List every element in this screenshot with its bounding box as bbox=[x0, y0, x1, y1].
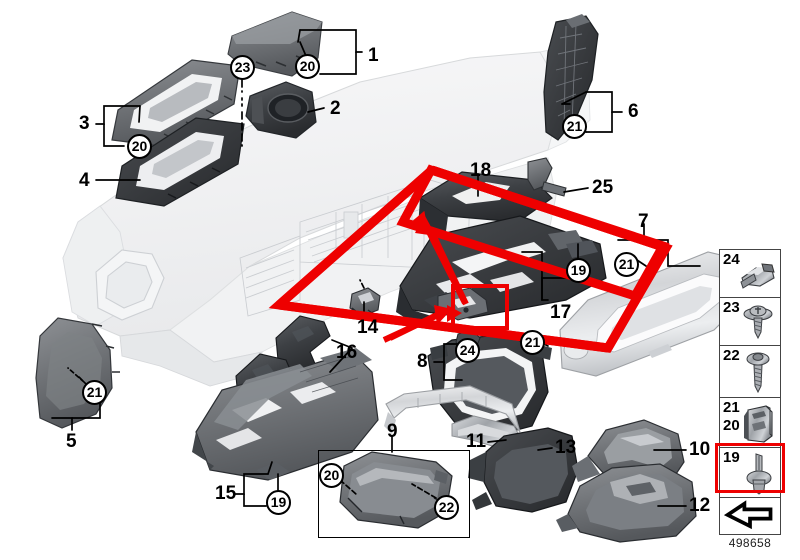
item-circle-20-door: 20 bbox=[319, 463, 344, 488]
callout-2: 2 bbox=[330, 98, 341, 119]
callout-4: 4 bbox=[79, 170, 90, 191]
item-circle-24: 24 bbox=[455, 338, 480, 363]
glovebox-detail-frame bbox=[318, 450, 470, 538]
callout-8: 8 bbox=[417, 351, 428, 372]
clip-nut-icon bbox=[744, 405, 773, 443]
item-circle-20-trim: 20 bbox=[127, 134, 152, 159]
legend-cell-21-20[interactable]: 21 20 bbox=[720, 398, 780, 448]
legend-number-21: 21 bbox=[723, 399, 740, 416]
item-circle-22-door: 22 bbox=[434, 495, 459, 520]
legend-number-22: 22 bbox=[723, 347, 740, 364]
callout-25: 25 bbox=[592, 177, 614, 198]
legend-number-20: 20 bbox=[723, 417, 740, 434]
callout-3: 3 bbox=[79, 113, 90, 134]
fastener-legend-panel: 24 23 22 bbox=[719, 249, 781, 535]
expanding-rivet-icon bbox=[746, 453, 772, 495]
callout-17: 17 bbox=[550, 302, 572, 323]
callout-6: 6 bbox=[628, 101, 639, 122]
item-circle-19-carrier: 19 bbox=[566, 258, 591, 283]
callout-1: 1 bbox=[368, 45, 379, 66]
legend-cell-arrow bbox=[720, 498, 780, 536]
callout-13: 13 bbox=[555, 437, 577, 458]
callout-18: 18 bbox=[470, 160, 492, 181]
callout-12: 12 bbox=[689, 495, 711, 516]
legend-number-23: 23 bbox=[723, 299, 740, 316]
legend-cell-22[interactable]: 22 bbox=[720, 346, 780, 398]
callout-7: 7 bbox=[638, 211, 649, 232]
item-circle-21-endcap: 21 bbox=[82, 380, 107, 405]
item-circle-21-panel: 21 bbox=[562, 114, 587, 139]
legend-number-24: 24 bbox=[723, 251, 740, 268]
legend-cell-24[interactable]: 24 bbox=[720, 250, 780, 298]
spring-clip-icon bbox=[740, 263, 775, 289]
item-circle-23: 23 bbox=[230, 55, 255, 80]
washer-screw-icon bbox=[743, 305, 773, 340]
item-circle-21-trim: 21 bbox=[614, 252, 639, 277]
item-circle-21-cluster: 21 bbox=[520, 330, 545, 355]
callout-9: 9 bbox=[387, 421, 398, 442]
diagram-id-label: 498658 bbox=[728, 536, 772, 550]
part-6-right-side-panel bbox=[543, 14, 599, 141]
legend-cell-23[interactable]: 23 bbox=[720, 298, 780, 346]
part-15-glovebox-carrier bbox=[192, 348, 379, 481]
part-13-column-shroud-lower bbox=[468, 427, 579, 513]
callout-10: 10 bbox=[689, 439, 711, 460]
callout-5: 5 bbox=[66, 431, 77, 452]
callout-14: 14 bbox=[357, 317, 379, 338]
callout-11: 11 bbox=[466, 431, 487, 452]
callout-16: 16 bbox=[336, 342, 358, 363]
tapping-screw-icon bbox=[746, 352, 770, 394]
arrow-marker-icon bbox=[723, 500, 773, 530]
part-2-cupholder-insert bbox=[245, 81, 317, 139]
item-circle-19-glovebox: 19 bbox=[266, 490, 291, 515]
legend-number-19: 19 bbox=[723, 449, 740, 466]
legend-cell-19[interactable]: 19 bbox=[720, 448, 780, 498]
part-4-lower-trim-frame bbox=[115, 117, 245, 207]
callout-15: 15 bbox=[215, 483, 237, 504]
item-circle-20-lid: 20 bbox=[295, 54, 320, 79]
part-12-knee-bolster bbox=[556, 463, 697, 543]
